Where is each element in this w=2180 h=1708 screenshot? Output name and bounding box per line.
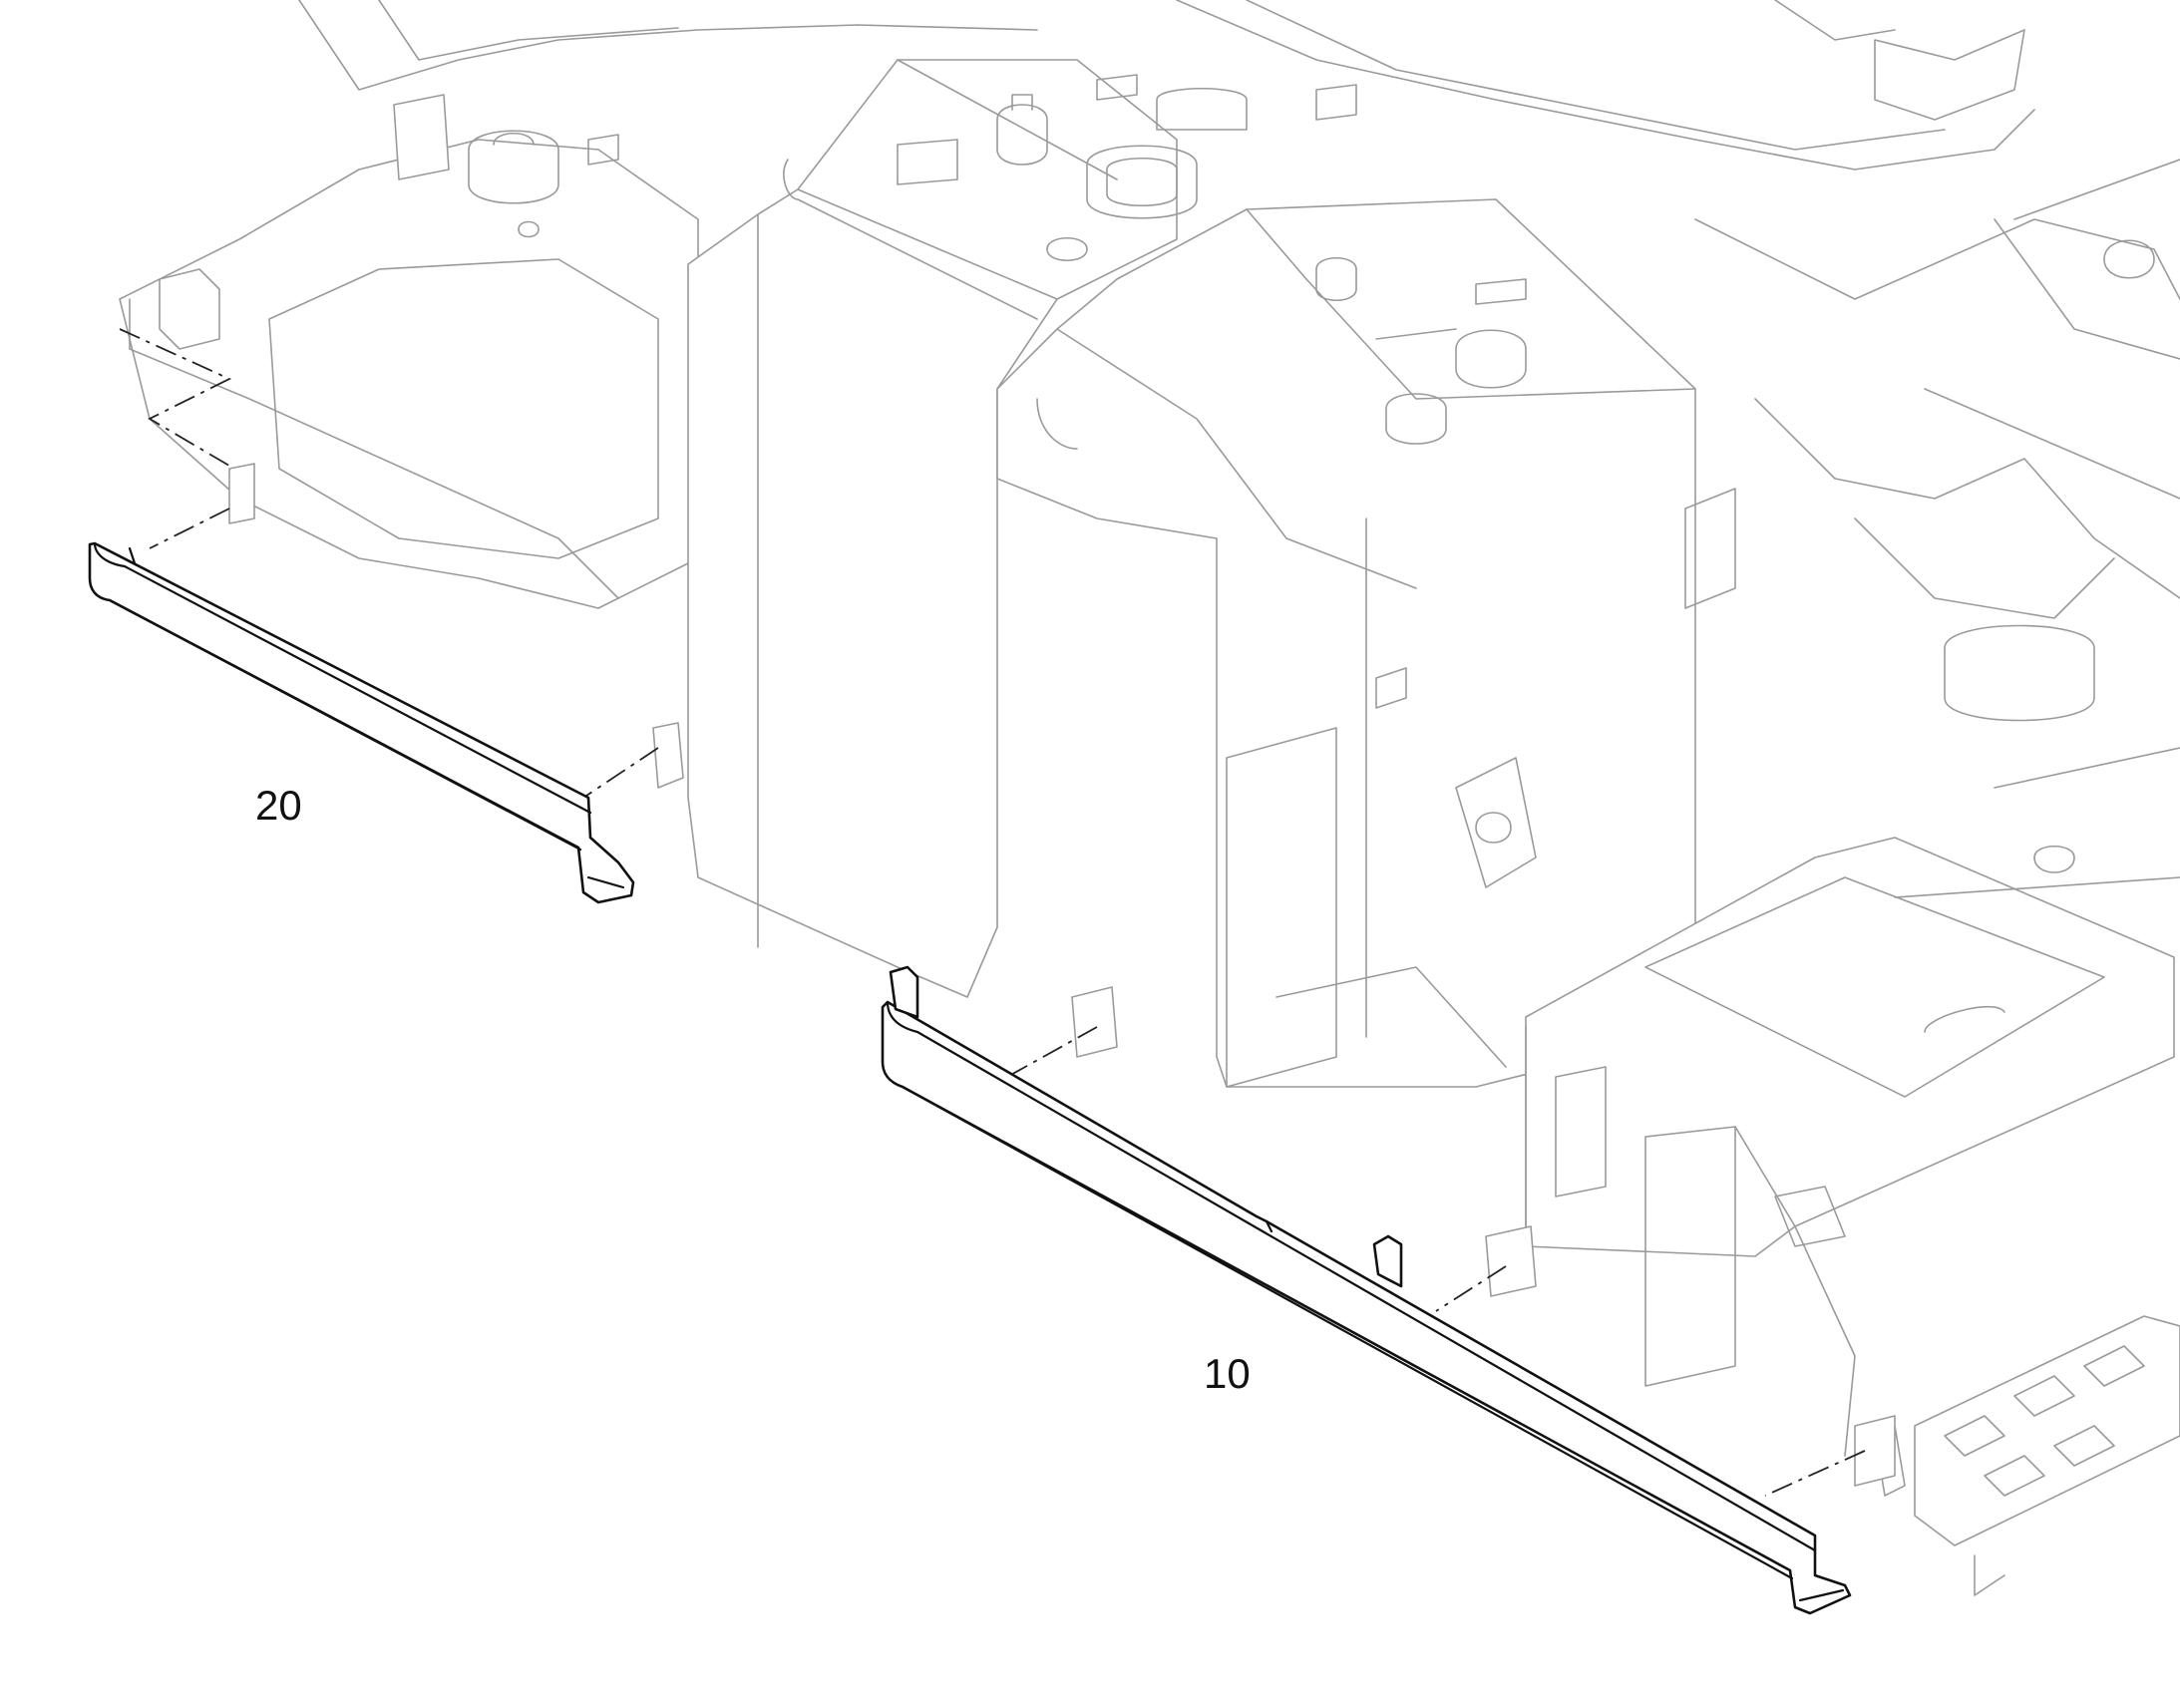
callout-10: 10: [1204, 1350, 1251, 1397]
guard-part-10: [881, 965, 1852, 1615]
callout-labels: 20 10: [255, 782, 1251, 1397]
callout-20: 20: [255, 782, 302, 829]
guard-part-20: [88, 541, 635, 904]
assembly-leader-lines: [119, 328, 1866, 1497]
machine-frame-context: [119, 0, 2180, 1596]
